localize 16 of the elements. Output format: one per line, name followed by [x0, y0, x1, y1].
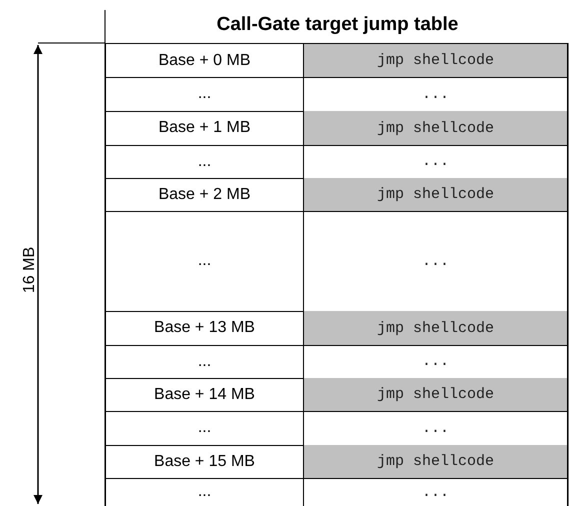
code-cell: jmp shellcode [303, 111, 568, 146]
ellipsis-cell: ... [105, 77, 303, 112]
ellipsis-cell: ... [303, 478, 568, 506]
address-cell: Base + 0 MB [105, 43, 303, 78]
ellipsis-cell: ... [105, 145, 303, 179]
ellipsis-cell: ... [105, 411, 303, 446]
code-cell: jmp shellcode [303, 311, 568, 346]
code-cell: jmp shellcode [303, 378, 568, 412]
code-cell: jmp shellcode [303, 445, 568, 479]
ellipsis-cell: ... [105, 478, 303, 506]
dimension-label: 16 MB [20, 246, 39, 296]
ellipsis-cell: ... [105, 211, 303, 312]
code-cell: jmp shellcode [303, 178, 568, 212]
code-cell: jmp shellcode [303, 43, 568, 78]
ellipsis-cell: ... [105, 345, 303, 379]
table-title: Call-Gate target jump table [216, 13, 460, 37]
